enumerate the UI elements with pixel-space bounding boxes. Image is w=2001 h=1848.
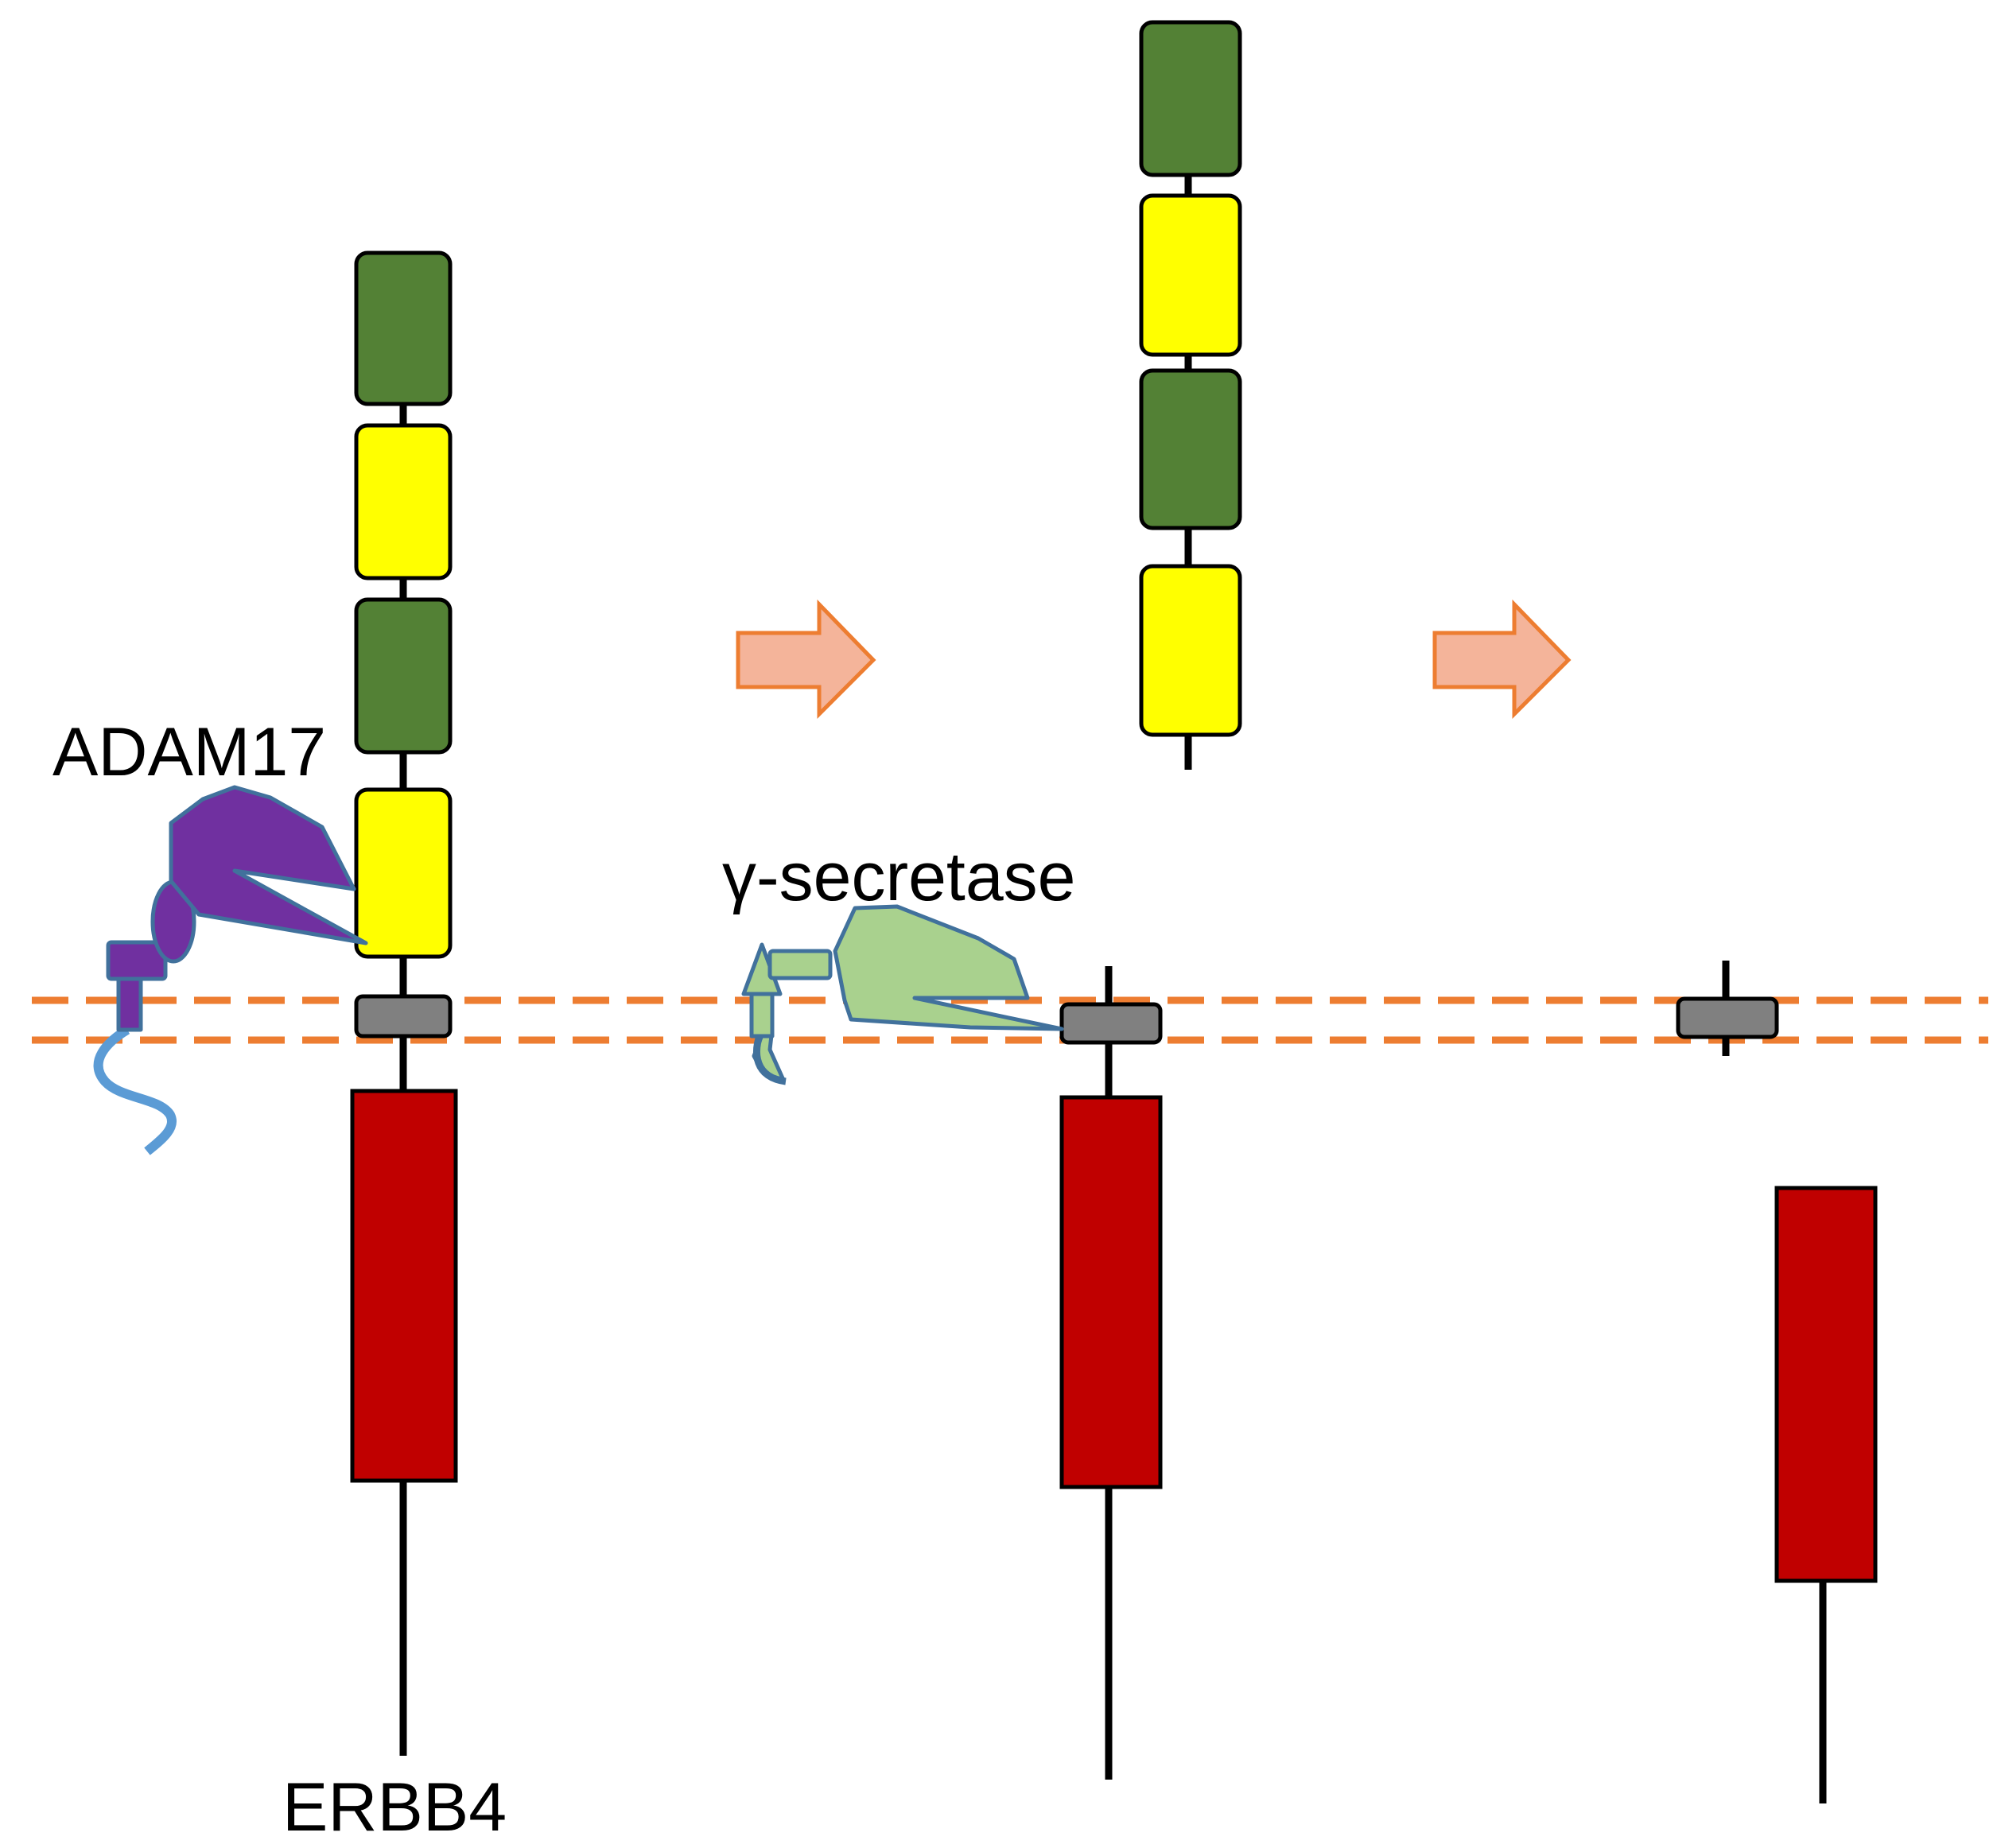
- stage2-transmembrane-segment: [1059, 1002, 1163, 1045]
- ectodomain-domain-green-2: [1139, 368, 1242, 530]
- adam17-anchor-tail: [93, 1025, 177, 1155]
- erbb4-label: ERBB4: [282, 1769, 507, 1846]
- adam17-transmembrane-stem: [116, 972, 143, 1032]
- stage1-domain-green-1: [354, 250, 453, 406]
- erbb4-full-length: [350, 250, 458, 1756]
- adam17-enzyme: [93, 785, 368, 1155]
- stage1-domain-yellow-1: [354, 423, 453, 580]
- stage1-kinase-domain: [350, 1089, 458, 1483]
- scissors-icon: [833, 904, 1064, 1031]
- gamma-secretase-label: γ-secretase: [722, 839, 1076, 915]
- gamma-secretase-stem: [749, 990, 775, 1039]
- gamma-secretase-enzyme: [741, 904, 1064, 1085]
- gamma-secretase-arm: [767, 949, 833, 980]
- step-arrow-2: [1432, 599, 1572, 720]
- stage1-transmembrane-segment: [354, 994, 453, 1039]
- scissors-icon: [169, 785, 368, 945]
- stage1-domain-green-2: [354, 597, 453, 755]
- ectodomain-domain-yellow-1: [1139, 193, 1242, 357]
- ectodomain-domain-green-1: [1139, 20, 1242, 177]
- ectodomain-domain-yellow-2: [1139, 564, 1242, 737]
- adam17-label: ADAM17: [52, 714, 326, 790]
- erbb4-membrane-remnant: [1059, 966, 1163, 1780]
- stage2-kinase-domain: [1059, 1095, 1163, 1489]
- stage1-domain-yellow-2: [354, 787, 453, 959]
- icd-kinase-domain: [1774, 1186, 1878, 1583]
- erbb4-shed-ectodomain: [1139, 20, 1242, 770]
- erbb4-intracellular-domain: [1774, 1186, 1878, 1803]
- erbb4-membrane-stub: [1676, 961, 1779, 1056]
- stage3-transmembrane-segment: [1676, 996, 1779, 1039]
- step-arrow-1: [736, 599, 876, 720]
